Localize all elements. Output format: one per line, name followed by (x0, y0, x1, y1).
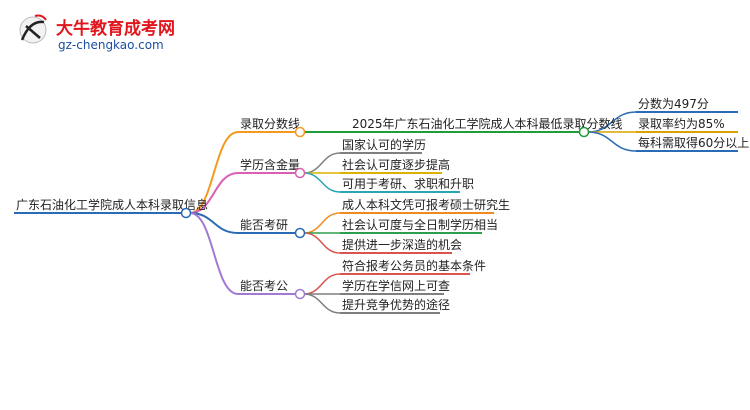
branch2-leaf-node-3: 可用于考研、求职和升职 (342, 177, 474, 191)
edge-root-branch-1 (189, 131, 239, 214)
branch4-leaf-node-3: 提升竞争优势的途径 (342, 297, 450, 312)
branch-node-4: 能否考公 (240, 279, 288, 293)
branch-node-3: 能否考研 (240, 218, 288, 232)
branch1-leaf-node-2: 录取率约为85% (638, 116, 725, 131)
branch4-leaf-node-1: 符合报考公务员的基本条件 (342, 258, 486, 273)
branch1-child-connector (578, 126, 590, 138)
branch-node-2: 学历含金量 (240, 157, 300, 172)
branch1-leaf-node-3: 每科需取得60分以上 (638, 135, 749, 150)
root-connector (180, 207, 192, 219)
branch1-child-node: 2025年广东石油化工学院成人本科最低录取分数线 (352, 116, 623, 131)
edge-branch1-leaf-3 (587, 131, 637, 152)
logo-url: gz-chengkao.com (58, 38, 164, 52)
edge-branch4-leaf-3 (303, 293, 341, 314)
root-node: 广东石油化工学院成人本科录取信息 (16, 197, 208, 212)
edge-branch2-leaf-3 (303, 172, 341, 193)
branch-connector-3 (294, 227, 306, 239)
edge-branch2-leaf-1 (303, 152, 341, 174)
branch-connector-4 (294, 288, 306, 300)
logo: 大牛教育成考网 gz-chengkao.com (19, 14, 175, 52)
branch2-leaf-node-2: 社会认可度逐步提高 (342, 157, 450, 172)
branch2-leaf-node-1: 国家认可的学历 (342, 137, 426, 152)
edge-branch3-leaf-3 (303, 232, 341, 254)
edge-root-branch-4 (189, 212, 239, 295)
branch-connector-2 (294, 167, 306, 179)
branch3-leaf-node-1: 成人本科文凭可报考硕士研究生 (342, 197, 510, 212)
logo-emblem-icon (19, 14, 47, 44)
branch3-leaf-node-2: 社会认可度与全日制学历相当 (342, 217, 498, 232)
branch-node-1: 录取分数线 (240, 116, 300, 131)
branch1-leaf-node-1: 分数为497分 (638, 96, 709, 111)
edge-root-branch-3 (189, 212, 239, 234)
edge-branch4-leaf-1 (303, 273, 341, 295)
branch-connector-1 (294, 126, 306, 138)
mindmap-edges (14, 111, 738, 314)
logo-title: 大牛教育成考网 (56, 18, 175, 39)
edge-root-branch-2 (189, 172, 239, 214)
edge-branch3-leaf-1 (303, 212, 341, 234)
branch3-leaf-node-3: 提供进一步深造的机会 (342, 237, 462, 252)
branch4-leaf-node-2: 学历在学信网上可查 (342, 278, 450, 293)
